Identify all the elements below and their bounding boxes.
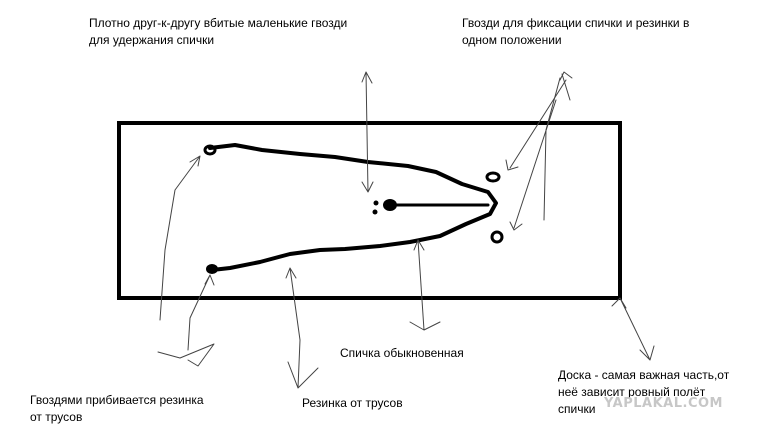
watermark: YAPLAKAL.COM [604,396,723,411]
nail-right-bottom [490,230,504,244]
elastic-band [208,143,498,272]
label-nails-tight: Плотно друг-к-другу вбитые маленькие гво… [89,15,347,49]
label-elastic: Резинка от трусов [302,396,403,410]
small-nail [372,209,378,215]
label-nails-elastic: Гвоздями прибивается резинка от трусов [30,392,204,426]
pointer-right-3 [543,77,561,221]
pointer-elastic [285,267,319,389]
nail-bottom-left [206,264,218,274]
pointer-board [611,297,655,361]
label-board: Доска - самая важная часть,от неё зависи… [558,367,729,418]
label-match: Спичка обыкновенная [340,346,464,360]
label-board-line3: спички [558,402,596,416]
pointer-right-1 [505,79,567,171]
label-nails-fix: Гвозди для фиксации спички и резинки в о… [462,15,689,49]
pointer-top-right [559,71,573,101]
pointer-match [409,239,441,331]
label-nails-tight-line2: для удержания спички [89,33,215,47]
label-board-line1: Доска - самая важная часть,от [558,368,730,382]
label-nails-fix-line2: одном положении [462,33,562,47]
match-head [383,199,397,211]
small-nail [373,200,379,206]
label-nails-fix-line1: Гвозди для фиксации спички и резинки в [462,16,690,30]
label-nails-tight-line1: Плотно друг-к-другу вбитые маленькие гво… [89,16,348,30]
pointer-right-2 [509,99,557,231]
nail-top-left [203,144,217,156]
board-rectangle [117,121,622,300]
pointer-left-fan [157,343,215,367]
pointer-top-middle [361,71,374,193]
nail-right-top [485,171,501,183]
label-nails-elastic-line2: от трусов [30,410,83,424]
label-board-line2: неё зависит ровный полёт [558,385,706,399]
pointer-left-bottom [187,274,215,351]
label-nails-elastic-line1: Гвоздями прибивается резинка [30,393,204,407]
pointer-left-top [159,155,201,321]
